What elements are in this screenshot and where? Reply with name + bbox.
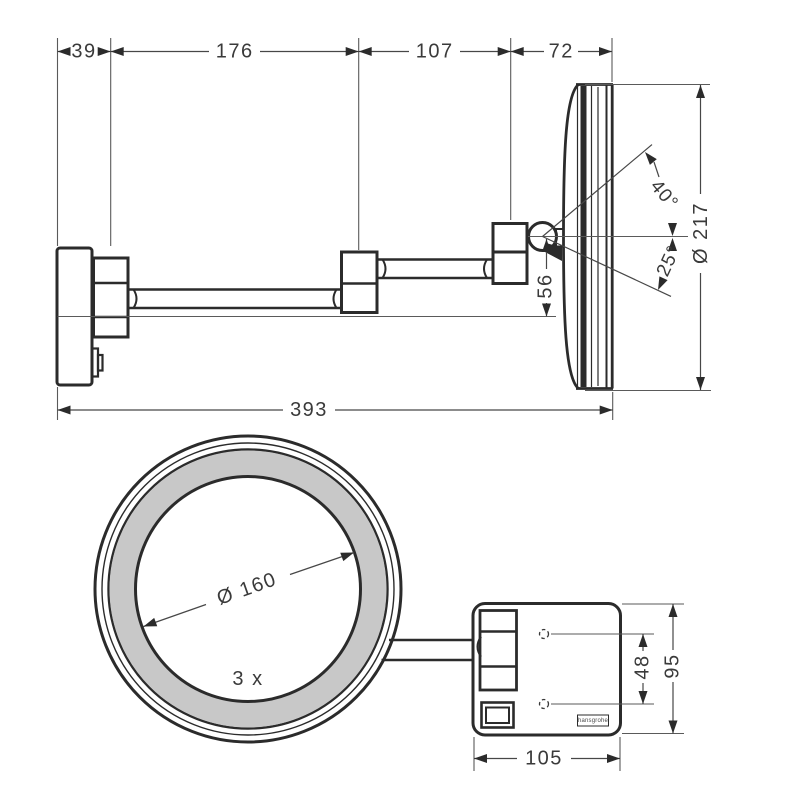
text-gap: [690, 194, 712, 273]
dimension-arrow: [497, 47, 511, 56]
dim-label-40deg: 40°: [646, 176, 682, 214]
angle-arrow: [658, 276, 668, 290]
dim-label-72: 72: [549, 41, 574, 63]
dim-label-95: 95: [662, 653, 684, 678]
mounting-bracket-front: [478, 609, 518, 692]
text-gap: [536, 269, 556, 303]
lower-arm: [128, 288, 340, 310]
dim-label-39: 39: [71, 41, 96, 63]
mirror-rim-ring: [101, 442, 395, 736]
dimension-arrow: [510, 47, 524, 56]
dimension-arrow: [599, 47, 612, 56]
dim-label-176: 176: [216, 41, 254, 63]
power-switch-front: [480, 701, 515, 729]
dimension-arrow: [638, 634, 648, 647]
dimension-arrow: [638, 691, 648, 704]
mounting-bracket-side: [92, 256, 130, 339]
leader-line: [653, 161, 660, 178]
dim-label-217: Ø 217: [690, 202, 712, 264]
dimension-arrow: [696, 377, 705, 390]
plate-height-dimension: 95: [622, 603, 684, 735]
angle-arrow: [668, 223, 677, 236]
mirror-outer-rim: [93, 434, 403, 744]
text-gap: [544, 42, 578, 61]
led-light-ring: [109, 450, 387, 728]
angle-arrow: [645, 152, 657, 165]
extension-lines: [56, 38, 711, 420]
text-gap: [209, 42, 260, 61]
power-switch-button-front: [485, 706, 510, 724]
text-gap: [663, 650, 682, 682]
tilt-up-line: [542, 144, 653, 237]
brand-label-box: [577, 714, 609, 727]
dimension-arrow: [143, 617, 158, 627]
text-gap: [70, 42, 98, 61]
dimension-arrow: [542, 303, 551, 317]
arm-end-cup: [132, 288, 138, 309]
arm-end-cup: [476, 636, 482, 658]
arm-end-cup: [381, 258, 387, 279]
text-gap: [517, 748, 571, 769]
screw-hole: [538, 698, 550, 710]
upper-arm: [377, 258, 492, 280]
pivot-joint-upper-block: [491, 222, 529, 254]
dimension-arrow: [474, 754, 487, 763]
screw-hole: [538, 628, 550, 640]
dimension-arrow: [696, 85, 705, 98]
front-view: hansgrohe Ø 160 3 x 48: [93, 434, 684, 771]
arm-end-cup: [483, 258, 488, 279]
side-view: 39 176 107 72 393 Ø 217 56 40°: [55, 38, 712, 421]
dimension-arrow: [668, 720, 678, 734]
power-switch-button-side: [96, 353, 104, 372]
text-gap: [283, 400, 335, 420]
dimension-arrow: [358, 47, 372, 56]
tilt-down-line: [542, 235, 672, 297]
dim-label-25deg: 25°: [653, 242, 685, 280]
text-gap: [633, 651, 652, 683]
magnification-label: 3 x: [232, 668, 263, 690]
hole-spacing-dimension: 48: [551, 633, 654, 705]
dim-label-107: 107: [416, 41, 454, 63]
mirror-glass-circle: [134, 475, 362, 703]
mirror-rim-ring: [107, 448, 389, 730]
dimension-arrow: [542, 239, 551, 252]
dimension-arrow: [57, 405, 71, 415]
dimension-arrow: [340, 552, 354, 562]
text-gap: [409, 42, 460, 61]
brand-label: hansgrohe: [578, 718, 609, 724]
dimension-arrow: [57, 47, 71, 56]
dimension-arrow: [110, 47, 124, 56]
dim-label-393: 393: [290, 399, 328, 421]
dim-label-48: 48: [632, 654, 654, 679]
pivot-joint-lower-block: [491, 250, 529, 285]
plate-width-dimension: 105: [473, 737, 621, 771]
angle-arrow: [668, 238, 677, 251]
dimension-arrow: [345, 47, 359, 56]
dim-label-56: 56: [535, 273, 557, 298]
dimension-arrow: [607, 754, 620, 763]
dim-label-105: 105: [525, 748, 563, 770]
arm-end-cup: [332, 288, 338, 309]
dimension-arrow: [668, 604, 678, 617]
dimension-arrow: [599, 405, 613, 415]
dimension-arrow: [97, 47, 111, 56]
